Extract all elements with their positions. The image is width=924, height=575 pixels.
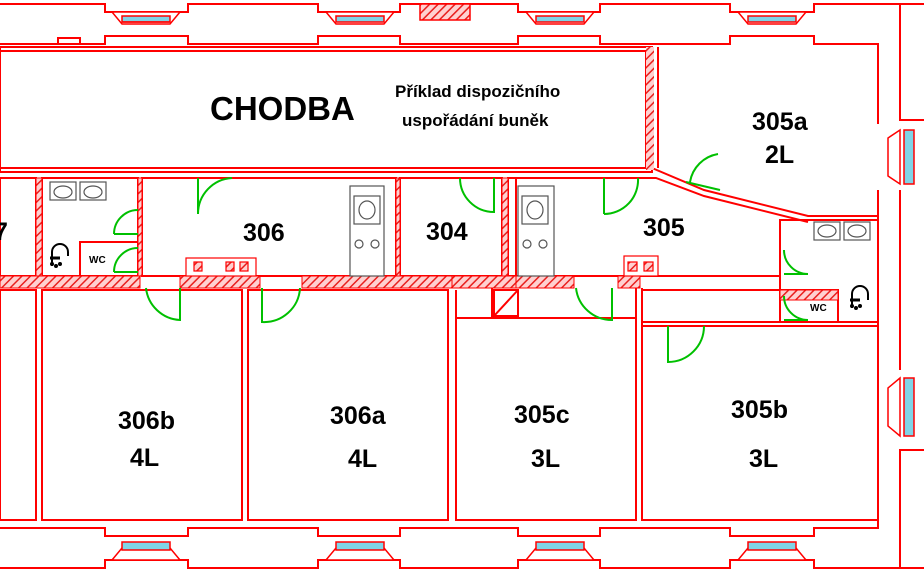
shower-icon xyxy=(850,285,869,310)
capacity-305b: 3L xyxy=(749,445,778,473)
room-label-305b: 305b xyxy=(731,396,788,424)
window-bottom-1 xyxy=(110,541,182,561)
window-right-2 xyxy=(887,376,915,438)
window-top-2 xyxy=(324,11,396,25)
radiator-305 xyxy=(623,255,659,277)
window-top-3 xyxy=(524,11,596,25)
window-top-4 xyxy=(736,11,808,25)
capacity-306b: 4L xyxy=(130,444,159,472)
windows xyxy=(110,3,915,561)
window-bottom-4 xyxy=(736,541,808,561)
wc-label-306: WC xyxy=(89,255,106,266)
capacity-305a: 2L xyxy=(765,141,794,169)
corridor-walls xyxy=(0,46,878,217)
room-label-306: 306 xyxy=(243,219,285,247)
room-label-306a: 306a xyxy=(330,402,387,430)
window-bottom-2 xyxy=(324,541,396,561)
door-305b xyxy=(667,325,705,364)
room-label-305c: 305c xyxy=(514,401,570,429)
room-label-304: 304 xyxy=(426,218,468,246)
window-right-1 xyxy=(887,128,915,186)
room-label-306b: 306b xyxy=(118,407,175,435)
radiator-306 xyxy=(185,257,257,277)
door-304-corridor xyxy=(459,177,495,214)
wc-label-305: WC xyxy=(810,303,827,314)
door-305c xyxy=(575,287,613,322)
capacity-306a: 4L xyxy=(348,445,377,473)
fixtures xyxy=(49,181,871,277)
room-label-307: 7 xyxy=(0,218,8,246)
kitchenette-305 xyxy=(517,185,555,277)
doors xyxy=(113,153,809,364)
door-306a xyxy=(261,287,301,324)
lower-room-walls xyxy=(0,288,879,521)
caption-line-1: Příklad dispozičního xyxy=(395,82,560,101)
sinks-305 xyxy=(813,221,871,241)
door-305-corridor xyxy=(603,177,640,216)
window-bottom-3 xyxy=(524,541,596,561)
door-306-bath xyxy=(113,247,139,273)
room-label-305a: 305a xyxy=(752,108,809,136)
door-305-bath xyxy=(783,295,809,321)
sinks-306 xyxy=(49,181,107,201)
capacity-305c: 3L xyxy=(531,445,560,473)
ventilation-shaft-top xyxy=(419,3,471,21)
kitchenette-306 xyxy=(349,185,385,277)
door-306-corridor xyxy=(196,177,233,215)
corridor-label: CHODBA xyxy=(210,90,355,127)
window-top-1 xyxy=(110,11,182,25)
door-305-wc xyxy=(783,249,809,275)
shower-icon xyxy=(50,243,69,268)
door-306-wc xyxy=(113,209,139,235)
corridor-wall-fill xyxy=(646,47,654,170)
hatched-walls xyxy=(0,177,839,301)
door-306b xyxy=(145,287,181,322)
door-305a xyxy=(685,153,721,191)
caption-line-2: uspořádání buněk xyxy=(402,111,549,130)
room-label-305: 305 xyxy=(643,214,685,242)
shaft-box xyxy=(493,289,519,317)
